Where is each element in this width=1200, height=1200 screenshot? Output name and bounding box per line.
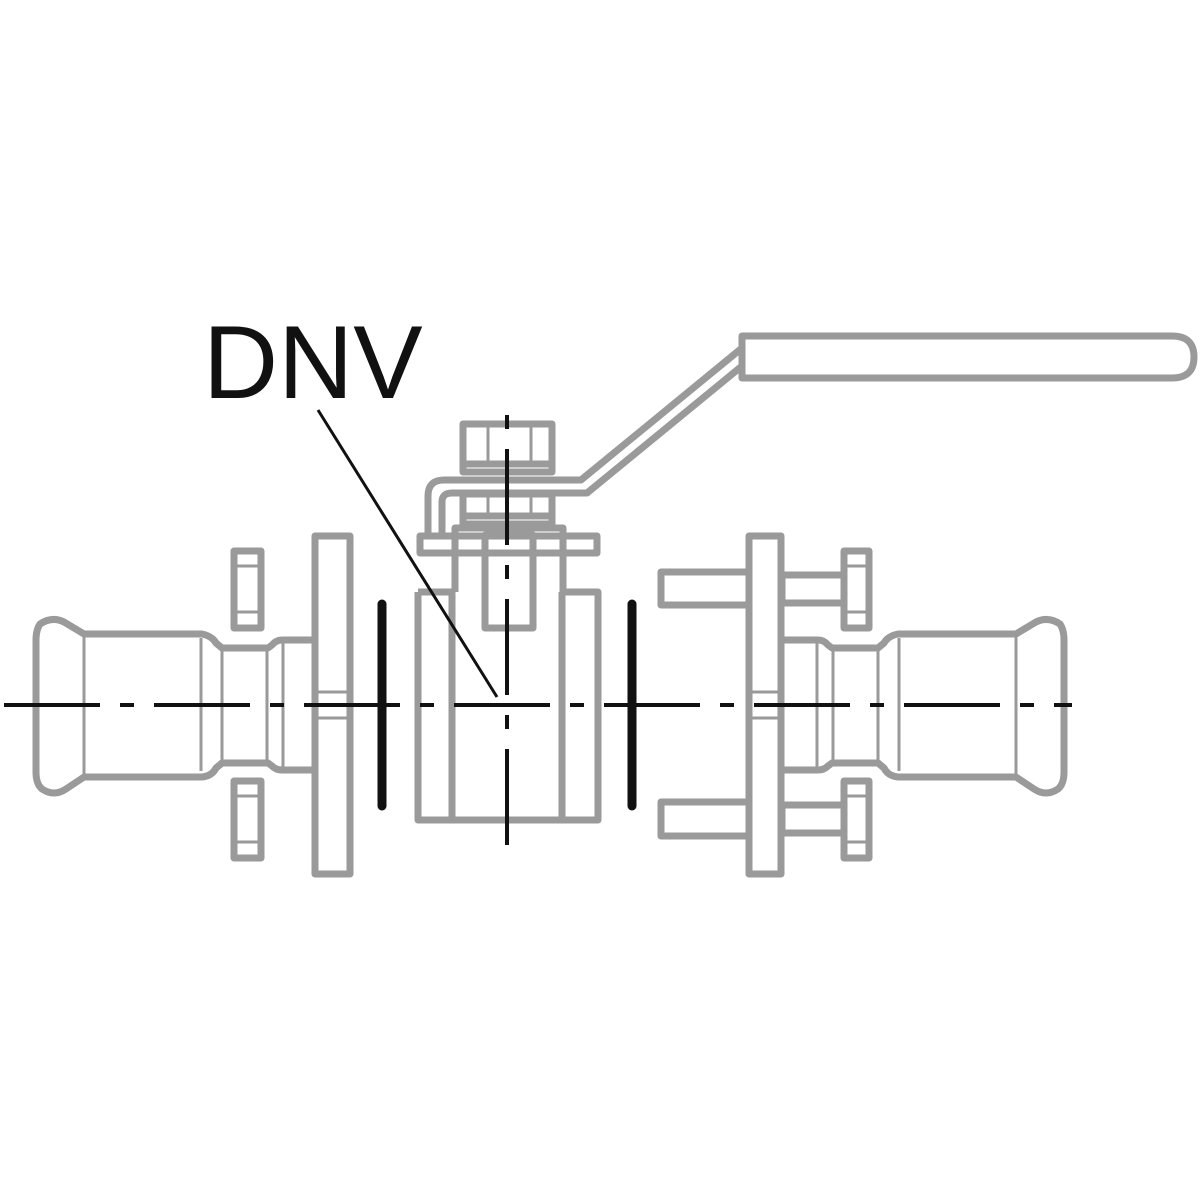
dnv-label: DNV xyxy=(203,305,423,421)
left-bolts xyxy=(230,547,265,862)
dnv-leader-line xyxy=(316,409,499,698)
valve-handle xyxy=(424,332,1198,536)
